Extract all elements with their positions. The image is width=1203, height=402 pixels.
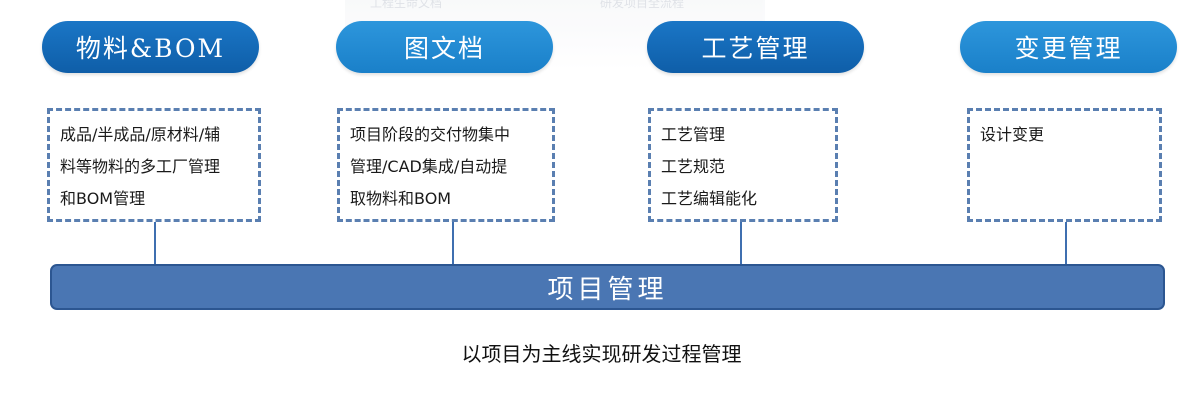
module-bom-line-2: 料等物料的多工厂管理 [60, 157, 221, 176]
module-documents-line-3: 取物料和BOM [350, 189, 452, 208]
module-box-bom: 成品/半成品/原材料/辅 料等物料的多工厂管理 和BOM管理 [47, 108, 261, 222]
connector-documents [452, 222, 454, 264]
module-title-bom: 物料&BOM [42, 21, 259, 73]
module-documents-line-2: 管理/CAD集成/自动提 [350, 157, 508, 176]
module-box-documents: 项目阶段的交付物集中 管理/CAD集成/自动提 取物料和BOM [337, 108, 555, 222]
background-fragment-text-1: 工程生命文档 [370, 0, 443, 10]
background-fragment-text-2: 研发项目全流程 [600, 0, 685, 10]
module-process-line-3: 工艺编辑能化 [661, 189, 758, 208]
connector-bom [154, 222, 156, 264]
project-management-bar: 项目管理 [50, 264, 1165, 310]
module-box-process: 工艺管理 工艺规范 工艺编辑能化 [648, 108, 838, 222]
connector-change [1065, 222, 1067, 264]
module-bom-line-3: 和BOM管理 [60, 189, 146, 208]
module-process-line-1: 工艺管理 [661, 125, 726, 144]
connector-process [740, 222, 742, 264]
module-process-line-2: 工艺规范 [661, 157, 726, 176]
module-title-documents: 图文档 [336, 21, 553, 73]
module-change-line-1: 设计变更 [980, 125, 1045, 144]
module-title-process: 工艺管理 [647, 21, 864, 73]
module-bom-line-1: 成品/半成品/原材料/辅 [60, 125, 221, 144]
module-box-change: 设计变更 [967, 108, 1162, 222]
module-documents-line-1: 项目阶段的交付物集中 [350, 125, 511, 144]
diagram-caption: 以项目为主线实现研发过程管理 [461, 342, 742, 366]
module-title-change: 变更管理 [960, 21, 1177, 73]
